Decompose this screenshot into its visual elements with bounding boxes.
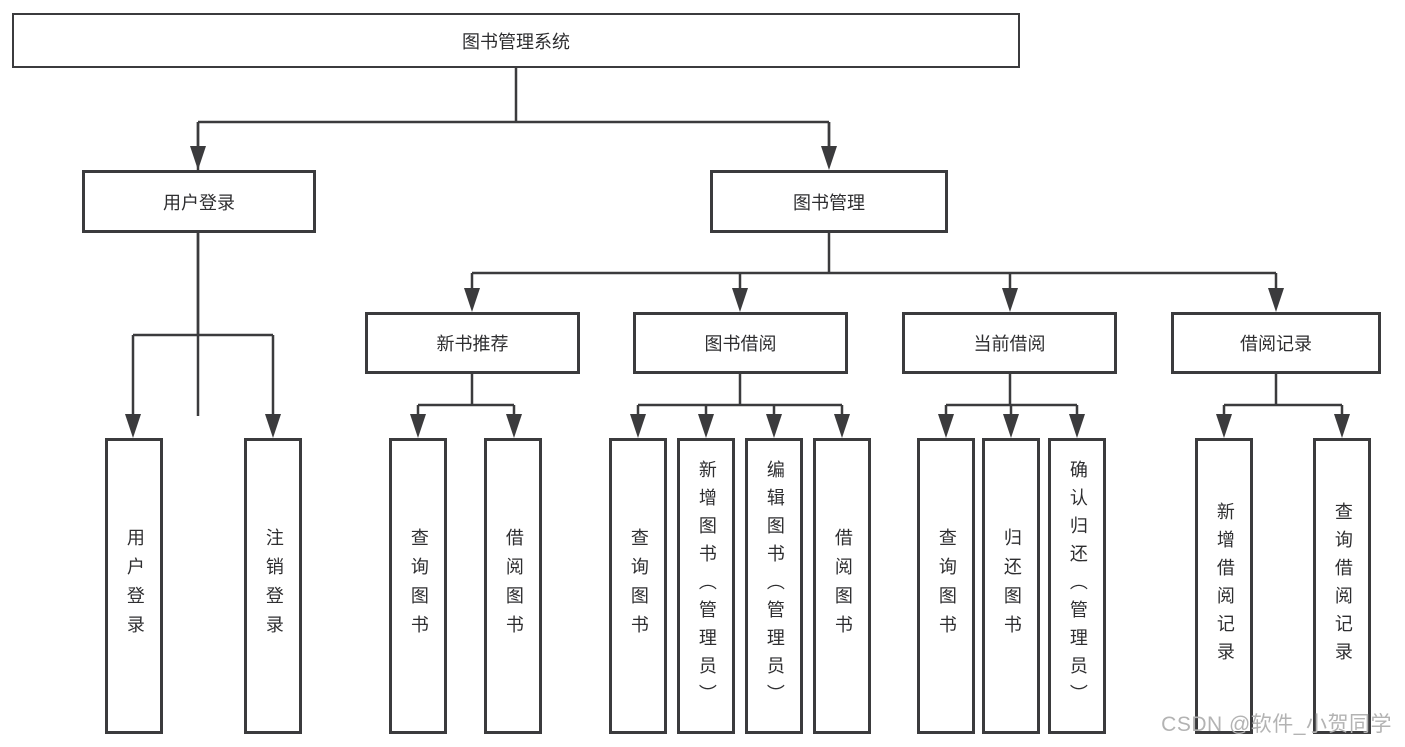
node-library-system: 图书管理系统	[12, 13, 1020, 68]
leaf-borrow-books-label: 借阅图书	[832, 528, 853, 644]
leaf-borrow-books: 借阅图书	[813, 438, 871, 734]
node-book-management-label: 图书管理	[793, 192, 865, 213]
node-current-borrow: 当前借阅	[902, 312, 1117, 374]
leaf-borrow-query-books-label: 查询图书	[628, 528, 649, 644]
leaf-current-query-books-label: 查询图书	[936, 528, 957, 644]
leaf-add-books-admin-label: 新增图书（管理员）	[696, 460, 717, 712]
leaf-confirm-return-admin-label: 确认归还（管理员）	[1067, 460, 1088, 712]
node-new-book-recommend: 新书推荐	[365, 312, 580, 374]
leaf-confirm-return-admin: 确认归还（管理员）	[1048, 438, 1106, 734]
leaf-recommend-query-books-label: 查询图书	[408, 528, 429, 644]
arrowhead-group	[125, 146, 1350, 438]
node-book-borrow: 图书借阅	[633, 312, 848, 374]
leaf-return-books: 归还图书	[982, 438, 1040, 734]
leaf-logout-label: 注销登录	[263, 528, 284, 644]
leaf-add-borrow-record-label: 新增借阅记录	[1214, 502, 1235, 670]
leaf-query-borrow-record: 查询借阅记录	[1313, 438, 1371, 734]
leaf-user-login: 用户登录	[105, 438, 163, 734]
leaf-query-borrow-record-label: 查询借阅记录	[1332, 502, 1353, 670]
node-current-borrow-label: 当前借阅	[973, 334, 1046, 354]
csdn-watermark: CSDN @软件_小贺同学	[1161, 713, 1392, 736]
node-borrow-records-label: 借阅记录	[1240, 334, 1312, 354]
leaf-edit-books-admin: 编辑图书（管理员）	[745, 438, 803, 734]
node-new-book-recommend-label: 新书推荐	[436, 334, 509, 354]
node-book-management: 图书管理	[710, 170, 948, 233]
leaf-borrow-query-books: 查询图书	[609, 438, 667, 734]
leaf-recommend-query-books: 查询图书	[389, 438, 447, 734]
node-borrow-records: 借阅记录	[1171, 312, 1381, 374]
node-user-login-branch-label: 用户登录	[163, 192, 235, 213]
leaf-recommend-borrow-books-label: 借阅图书	[503, 528, 524, 644]
leaf-edit-books-admin-label: 编辑图书（管理员）	[764, 460, 785, 712]
node-book-borrow-label: 图书借阅	[704, 334, 777, 354]
leaf-add-borrow-record: 新增借阅记录	[1195, 438, 1253, 734]
leaf-add-books-admin: 新增图书（管理员）	[677, 438, 735, 734]
node-library-system-label: 图书管理系统	[462, 31, 570, 52]
leaf-user-login-label: 用户登录	[124, 528, 145, 644]
leaf-recommend-borrow-books: 借阅图书	[484, 438, 542, 734]
leaf-return-books-label: 归还图书	[1001, 528, 1022, 644]
leaf-current-query-books: 查询图书	[917, 438, 975, 734]
node-user-login-branch: 用户登录	[82, 170, 316, 233]
leaf-logout: 注销登录	[244, 438, 302, 734]
